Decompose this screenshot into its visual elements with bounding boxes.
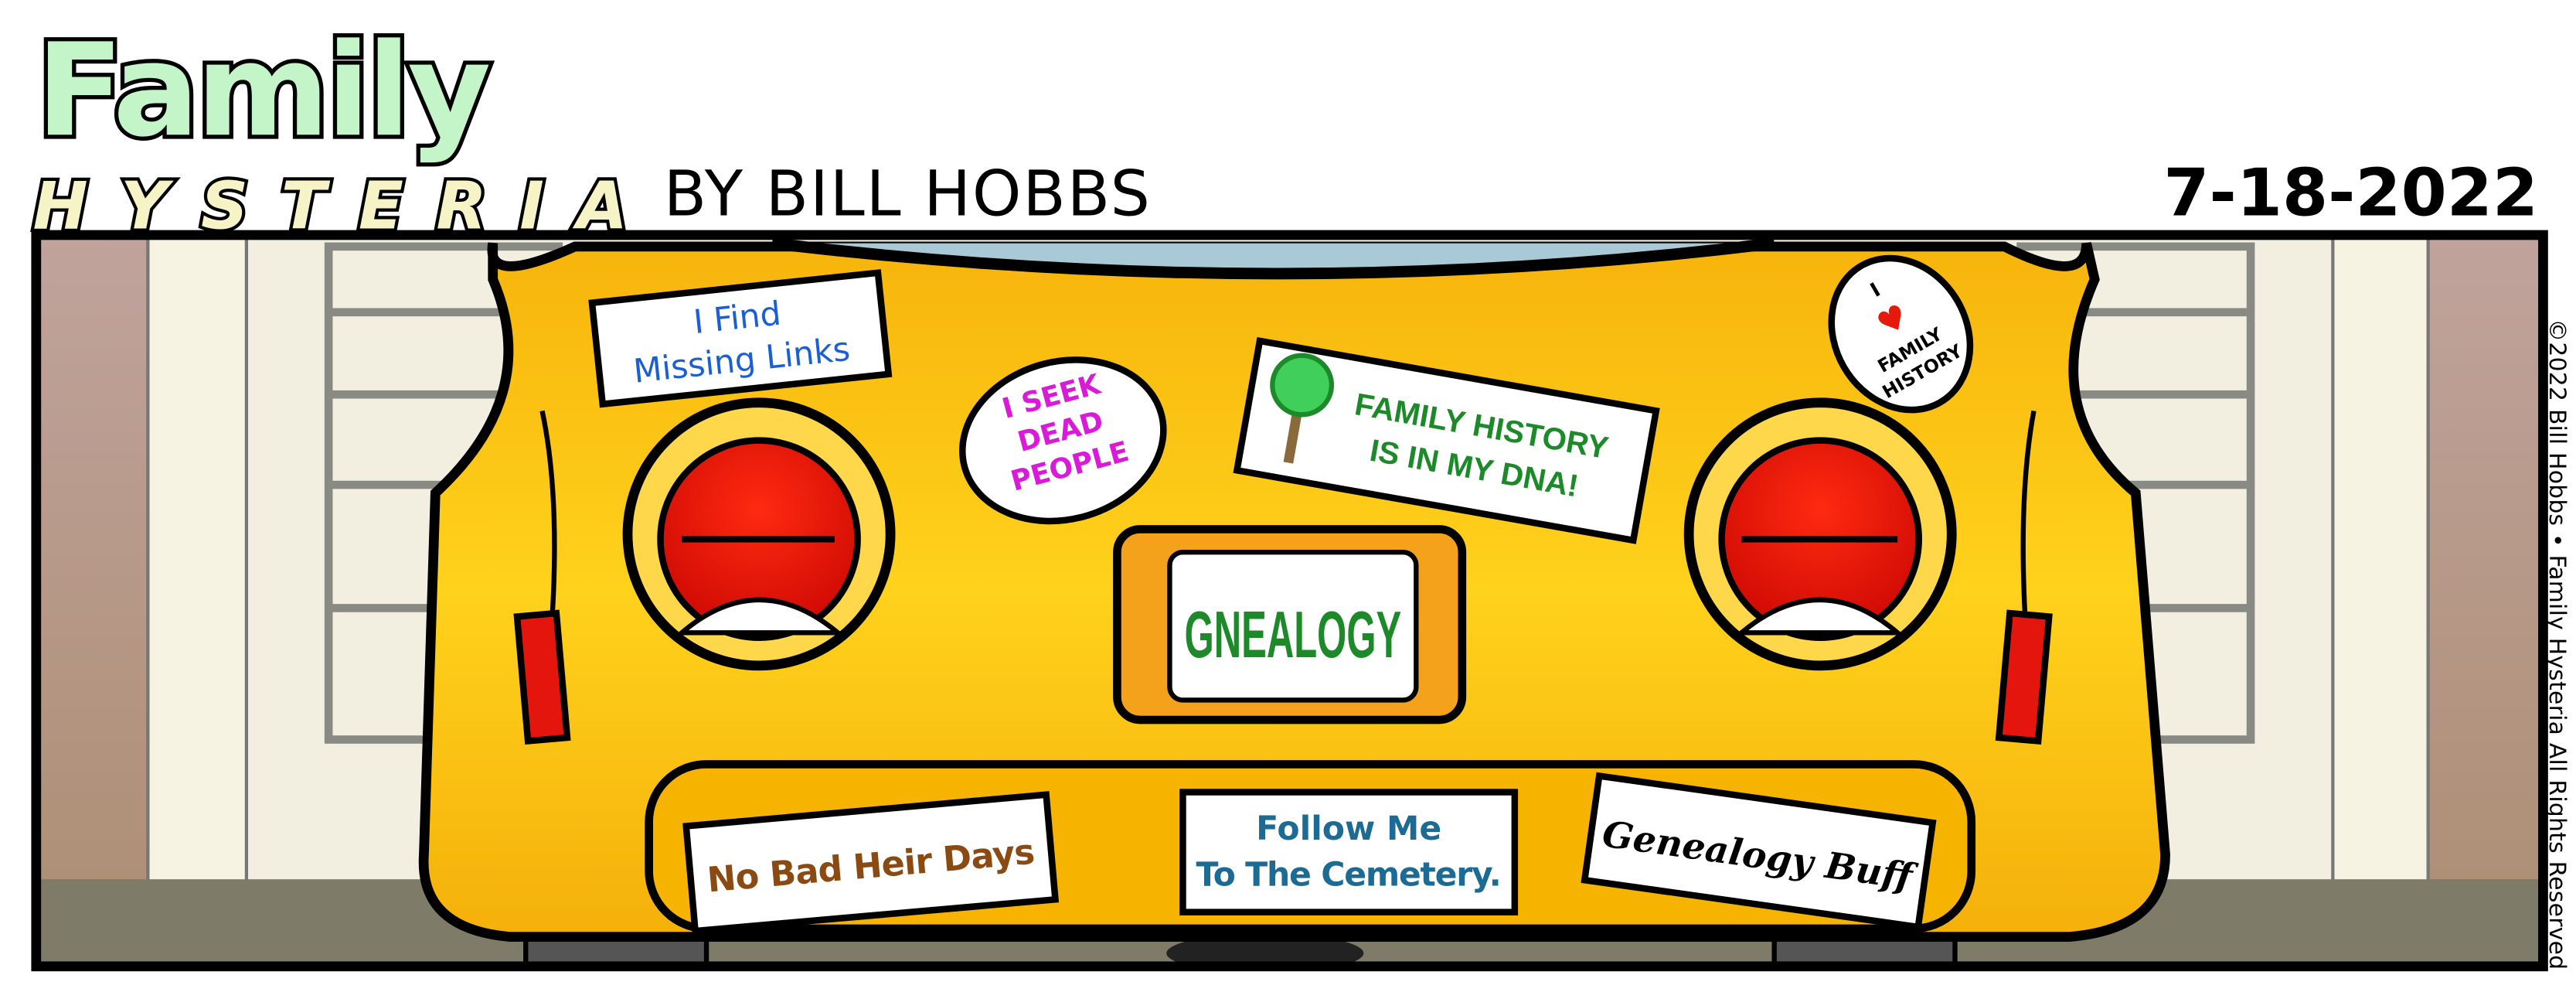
car: GNEALOGY I Find Missing Links I SEEK DEA… [418, 237, 2170, 942]
sticker-genealogy-buff: Genealogy Buff [1581, 772, 1937, 931]
panel: GNEALOGY I Find Missing Links I SEEK DEA… [31, 230, 2548, 972]
reflector-right [1995, 609, 2053, 745]
reflector-left [513, 609, 571, 745]
svg-text:Follow Me: Follow Me [1256, 810, 1441, 848]
sticker-missing-links: I Find Missing Links [588, 269, 893, 408]
sticker-dead-people: I SEEK DEAD PEOPLE [959, 356, 1167, 525]
logo-family: Family [36, 16, 490, 165]
sticker-cemetery: Follow Me To The Cemetery. [1179, 789, 1519, 915]
sticker-dna: FAMILY HISTORY IS IN MY DNA! [1233, 336, 1660, 544]
taillight-right [1683, 397, 1957, 671]
svg-text:I Find: I Find [692, 295, 783, 342]
logo: Family HYSTERIA [29, 12, 631, 248]
wall-right [2428, 234, 2544, 893]
strip-date: 7-18-2022 [2163, 155, 2538, 231]
panel-border [31, 230, 2548, 972]
rear-window [771, 237, 1775, 280]
wall-left [36, 234, 148, 893]
sticker-love-family-history: I ♥ FAMILY HISTORY [1828, 254, 1974, 414]
taillight-left [622, 397, 896, 671]
tree-icon [1270, 353, 1335, 464]
plate-text: GNEALOGY [1185, 598, 1402, 672]
byline: BY BILL HOBBS [664, 158, 1150, 230]
sticker-heir-days: No Bad Heir Days [682, 791, 1060, 935]
license-plate: GNEALOGY [1113, 525, 1467, 724]
svg-text:To The Cemetery.: To The Cemetery. [1196, 857, 1501, 895]
